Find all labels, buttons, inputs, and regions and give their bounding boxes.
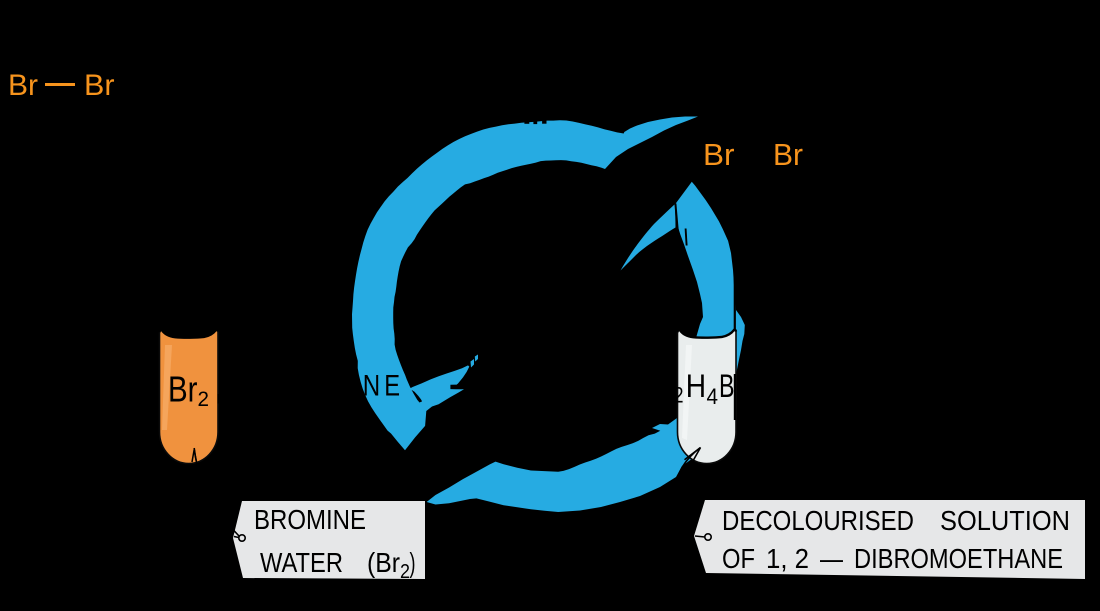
svg-text:Br: Br [8,69,38,102]
svg-text:1, 2: 1, 2 [766,543,809,574]
svg-text:2: 2 [674,383,684,408]
svg-text:BROMINE: BROMINE [254,504,366,535]
svg-text:DIBROMOETHANE: DIBROMOETHANE [854,543,1063,574]
svg-text:2: 2 [400,561,410,583]
svg-text:r: r [737,368,748,404]
svg-text:WATER: WATER [260,547,343,578]
svg-text:–: – [820,543,844,574]
svg-text:): ) [410,547,416,578]
svg-text:2: 2 [198,388,210,411]
svg-text:N: N [363,370,380,403]
svg-text:DECOLOURISED: DECOLOURISED [722,505,914,536]
svg-text:Br: Br [773,138,803,172]
svg-text:Br: Br [84,69,115,102]
svg-text:E: E [384,370,400,403]
svg-text:OF: OF [722,543,755,574]
svg-text:B: B [719,368,735,404]
svg-text:ETHE: ETHE [288,370,354,403]
svg-text:Br: Br [703,138,735,172]
svg-text:Br: Br [168,369,198,410]
svg-text:H: H [686,368,706,404]
svg-text:C: C [656,368,674,404]
svg-text:SOLUTION: SOLUTION [940,505,1070,536]
svg-text:(Br: (Br [367,547,400,578]
svg-text:4: 4 [707,384,719,409]
svg-text:2: 2 [748,383,758,408]
